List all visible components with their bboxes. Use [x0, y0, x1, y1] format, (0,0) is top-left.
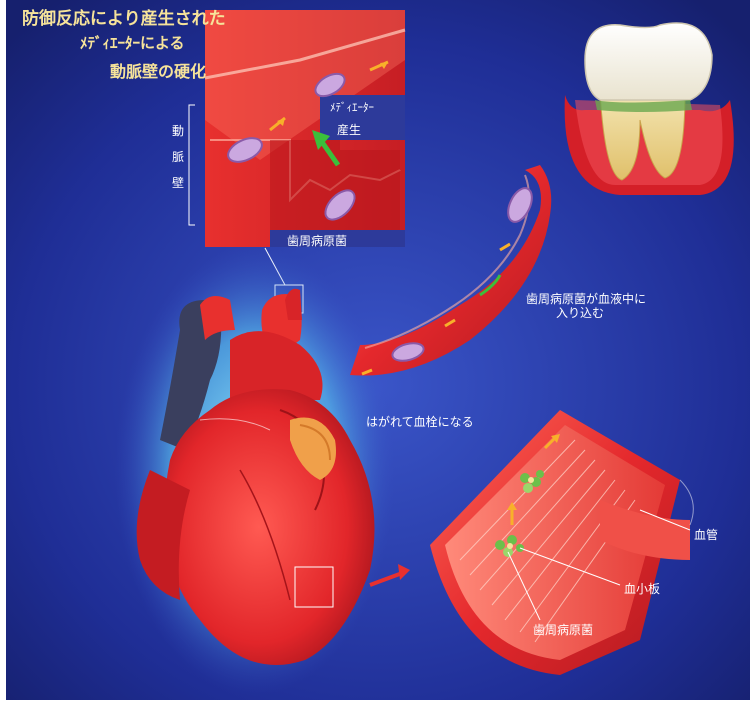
- inset-title-line3: 動脈壁の硬化: [110, 58, 206, 82]
- thrombus-label: はがれて血栓になる: [366, 413, 474, 430]
- tooth-illustration: [565, 23, 734, 195]
- artery-wall-label-char: 動: [172, 122, 184, 139]
- artery-wall-inset: [189, 10, 405, 247]
- production-label: 産生: [337, 121, 361, 138]
- section-bacteria-label: 歯周病原菌: [533, 621, 593, 638]
- platelet-label: 血小板: [624, 580, 660, 597]
- inset-title-line1: 防御反応により産生された: [22, 4, 226, 29]
- enter-blood-label-line2: 入り込む: [556, 304, 604, 321]
- mediator-label: ﾒﾃﾞｨｴｰﾀｰ: [330, 99, 374, 115]
- heart-illustration: [115, 245, 395, 695]
- inset-title-line2: ﾒﾃﾞｨｴｰﾀｰによる: [80, 32, 185, 53]
- inset-bacteria-label: 歯周病原菌: [287, 232, 347, 249]
- vessel-label: 血管: [694, 526, 718, 543]
- artery-wall-label-char: 脈: [172, 148, 184, 165]
- artery-wall-label-char: 壁: [172, 174, 184, 191]
